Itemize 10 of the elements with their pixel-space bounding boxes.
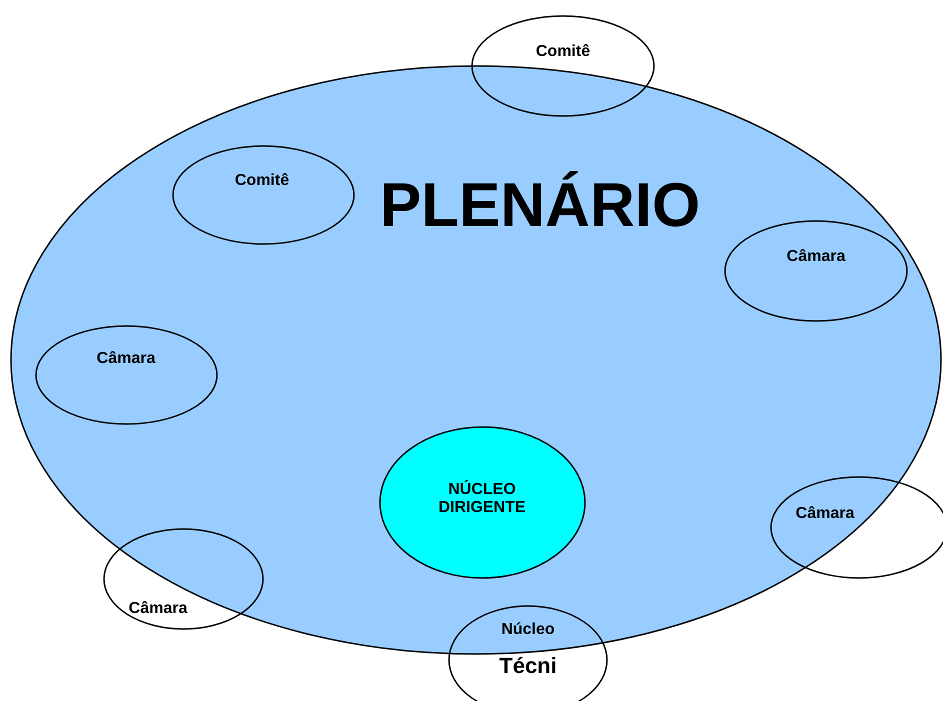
node-label: NÚCLEO DIRIGENTE <box>437 481 527 518</box>
title-label: PLENÁRIO <box>378 170 702 242</box>
node-label: Câmara <box>96 350 156 368</box>
node-label: Câmara <box>794 505 856 524</box>
node-label: Núcleo <box>500 621 556 640</box>
node-label: Câmara <box>786 248 846 266</box>
node-label: Técni <box>498 653 558 678</box>
node-label: Câmara <box>128 600 188 618</box>
node-label: Comitê <box>234 172 290 190</box>
node-label: Comitê <box>534 43 592 62</box>
